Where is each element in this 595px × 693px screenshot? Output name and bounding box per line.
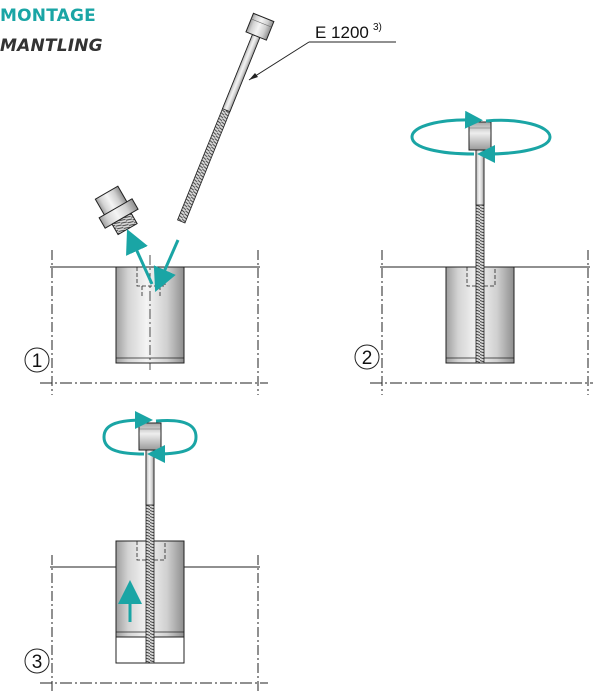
step-number-badge (24, 347, 50, 373)
step-2-group: 2 (354, 110, 593, 395)
rotation-arrow (102, 411, 153, 456)
extraction-bolt (177, 12, 275, 224)
bolt-shank (145, 449, 155, 506)
insert-bolt-arrow (153, 239, 180, 292)
callout-label: E 1200 (315, 23, 369, 42)
step-number: 1 (32, 351, 43, 372)
rotation-arrow (410, 110, 483, 156)
step-3-group: 3 (24, 411, 268, 693)
bolt-head (468, 121, 492, 151)
step-number: 2 (362, 348, 373, 369)
section-title: MONTAGE (0, 6, 96, 26)
bolt-head (138, 422, 162, 451)
step-number-badge (354, 344, 380, 370)
remove-plug-arrow (126, 229, 154, 285)
callout-leader (248, 41, 310, 81)
step-number: 3 (32, 652, 43, 673)
callout-footnote: 3) (373, 22, 382, 33)
section-subtitle: MANTLING (0, 36, 103, 56)
plug (94, 185, 139, 236)
rotation-arrow (477, 118, 552, 163)
step-1-group: E 1200 3) 1 (24, 12, 396, 395)
rotation-arrow (147, 418, 198, 463)
step-number-badge (24, 648, 50, 674)
callout-arrowhead (249, 73, 258, 80)
bolt-shank (475, 149, 485, 206)
